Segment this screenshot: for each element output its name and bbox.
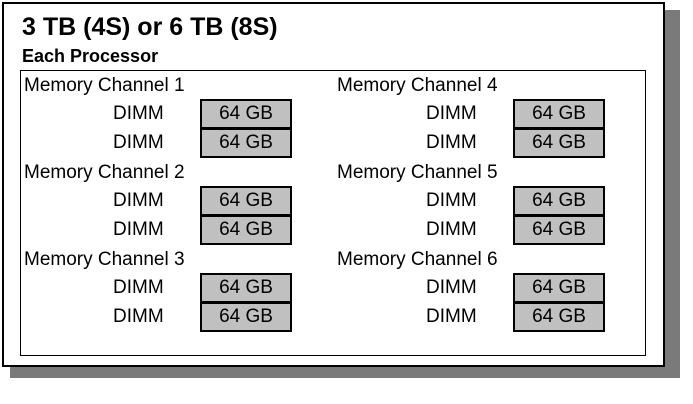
- dimm-slot: DIMM 64 GB: [21, 302, 321, 332]
- dimm-module: 64 GB: [513, 99, 605, 129]
- channel-label: Memory Channel 2: [24, 162, 185, 183]
- dimm-label: DIMM: [113, 277, 164, 298]
- memory-channel-1: Memory Channel 1 DIMM 64 GB DIMM 64 GB: [21, 71, 321, 158]
- dimm-label: DIMM: [426, 132, 477, 153]
- memory-channel-2: Memory Channel 2 DIMM 64 GB DIMM 64 GB: [21, 158, 321, 245]
- dimm-label: DIMM: [113, 132, 164, 153]
- channel-label: Memory Channel 5: [337, 162, 498, 183]
- dimm-module: 64 GB: [200, 99, 292, 129]
- memory-channel-4: Memory Channel 4 DIMM 64 GB DIMM 64 GB: [334, 71, 634, 158]
- config-title: 3 TB (4S) or 6 TB (8S): [22, 13, 278, 41]
- memory-channel-6: Memory Channel 6 DIMM 64 GB DIMM 64 GB: [334, 245, 634, 332]
- channel-grid: Memory Channel 1 DIMM 64 GB DIMM 64 GB M…: [20, 70, 646, 356]
- dimm-module: 64 GB: [513, 186, 605, 216]
- dimm-label: DIMM: [426, 190, 477, 211]
- dimm-slot: DIMM 64 GB: [21, 99, 321, 129]
- dimm-slot: DIMM 64 GB: [334, 99, 634, 129]
- dimm-label: DIMM: [113, 103, 164, 124]
- dimm-slot: DIMM 64 GB: [334, 128, 634, 158]
- channel-label: Memory Channel 4: [337, 75, 498, 96]
- dimm-slot: DIMM 64 GB: [21, 186, 321, 216]
- memory-channel-5: Memory Channel 5 DIMM 64 GB DIMM 64 GB: [334, 158, 634, 245]
- dimm-slot: DIMM 64 GB: [21, 273, 321, 303]
- dimm-module: 64 GB: [200, 128, 292, 158]
- dimm-slot: DIMM 64 GB: [21, 215, 321, 245]
- dimm-label: DIMM: [113, 306, 164, 327]
- dimm-module: 64 GB: [513, 128, 605, 158]
- dimm-module: 64 GB: [513, 273, 605, 303]
- dimm-slot: DIMM 64 GB: [334, 302, 634, 332]
- dimm-label: DIMM: [426, 103, 477, 124]
- dimm-label: DIMM: [113, 190, 164, 211]
- dimm-module: 64 GB: [200, 215, 292, 245]
- dimm-label: DIMM: [426, 306, 477, 327]
- dimm-module: 64 GB: [200, 273, 292, 303]
- dimm-module: 64 GB: [200, 302, 292, 332]
- dimm-module: 64 GB: [200, 186, 292, 216]
- dimm-label: DIMM: [113, 219, 164, 240]
- dimm-label: DIMM: [426, 277, 477, 298]
- dimm-slot: DIMM 64 GB: [334, 273, 634, 303]
- channel-label: Memory Channel 1: [24, 75, 185, 96]
- dimm-module: 64 GB: [513, 302, 605, 332]
- channel-label: Memory Channel 6: [337, 249, 498, 270]
- dimm-module: 64 GB: [513, 215, 605, 245]
- config-subtitle: Each Processor: [22, 46, 159, 66]
- dimm-slot: DIMM 64 GB: [334, 186, 634, 216]
- channel-label: Memory Channel 3: [24, 249, 185, 270]
- dimm-label: DIMM: [426, 219, 477, 240]
- memory-channel-3: Memory Channel 3 DIMM 64 GB DIMM 64 GB: [21, 245, 321, 332]
- memory-config-card: 3 TB (4S) or 6 TB (8S) Each Processor Me…: [2, 2, 665, 367]
- dimm-slot: DIMM 64 GB: [334, 215, 634, 245]
- dimm-slot: DIMM 64 GB: [21, 128, 321, 158]
